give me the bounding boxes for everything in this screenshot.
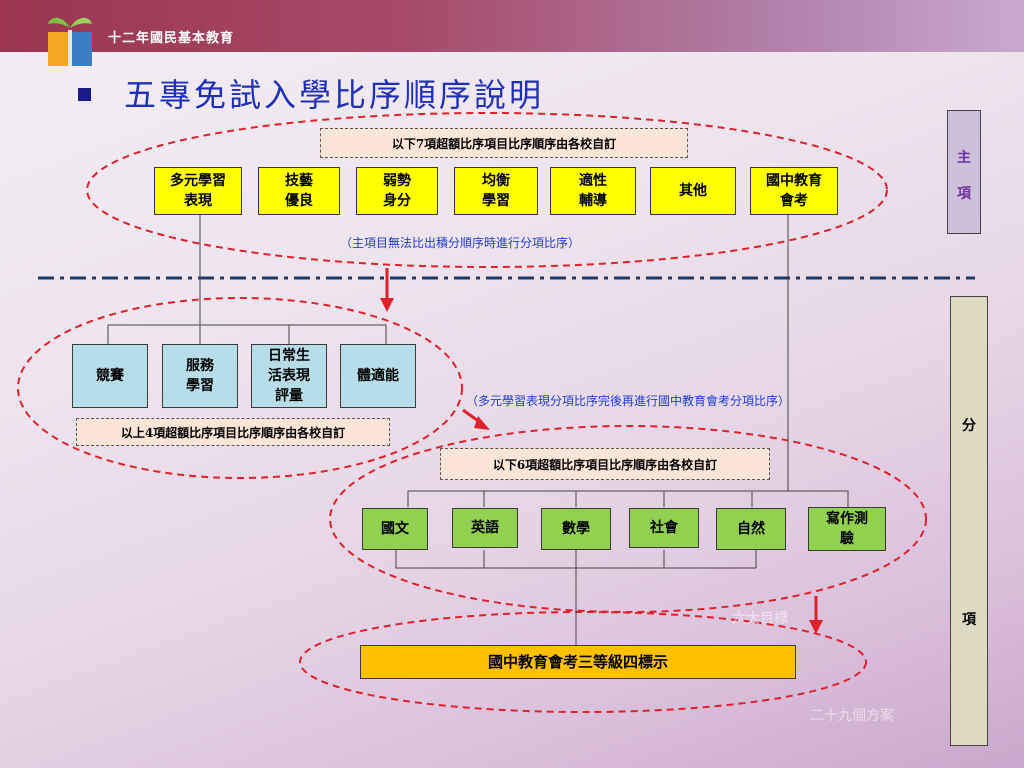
sub-item-competition: 競賽 [72,344,148,408]
main-item-balanced: 均衡學習 [454,167,538,215]
sub-item-service: 服務學習 [162,344,238,408]
sub-items-2-note: 以下6項超額比序項目比序順序由各校自訂 [440,448,770,480]
subject-english: 英語 [452,508,518,548]
brand-text: 十二年國民基本教育 [108,31,235,46]
side-label-main-char-2: 項 [957,186,971,202]
page-title: 五專免試入學比序順序說明 [124,76,545,114]
main-items-note: 以下7項超額比序項目比序順序由各校自訂 [320,128,688,158]
side-label-sub-char-1: 分 [962,418,976,434]
main-item-other: 其他 [650,167,736,215]
side-label-main: 主 項 [947,110,981,234]
sub-item-fitness: 體適能 [340,344,416,408]
main-item-guidance: 適性輔導 [550,167,636,215]
subject-writing: 寫作測驗 [808,507,886,551]
main-item-exam: 國中教育會考 [750,167,838,215]
main-items-footnote: （主項目無法比出積分順序時進行分項比序） [340,236,581,250]
header-bar [0,0,1024,52]
subject-science: 自然 [716,508,786,550]
sub-items-2-footnote: （多元學習表現分項比序完後再進行國中教育會考分項比序） [466,394,791,408]
final-exam-label: 國中教育會考三等級四標示 [360,645,796,679]
sub-item-daily-performance: 日常生活表現評量 [251,344,327,408]
side-label-main-char-1: 主 [957,150,971,166]
watermark-goals: 六大目標 [732,611,788,627]
main-item-disadvantaged: 弱勢身分 [356,167,438,215]
subject-math: 數學 [541,508,611,550]
side-label-sub: 分 項 [950,296,988,746]
main-item-skill: 技藝優良 [258,167,340,215]
subject-chinese: 國文 [362,508,428,550]
main-item-multi-learning: 多元學習表現 [154,167,242,215]
sub-items-1-note: 以上4項超額比序項目比序順序由各校自訂 [76,418,390,446]
side-label-sub-char-2: 項 [962,612,976,628]
subject-social: 社會 [629,508,699,548]
title-bullet-icon [78,88,91,101]
watermark-plans: 二十九個方案 [810,708,894,724]
education-logo-icon [48,17,92,66]
